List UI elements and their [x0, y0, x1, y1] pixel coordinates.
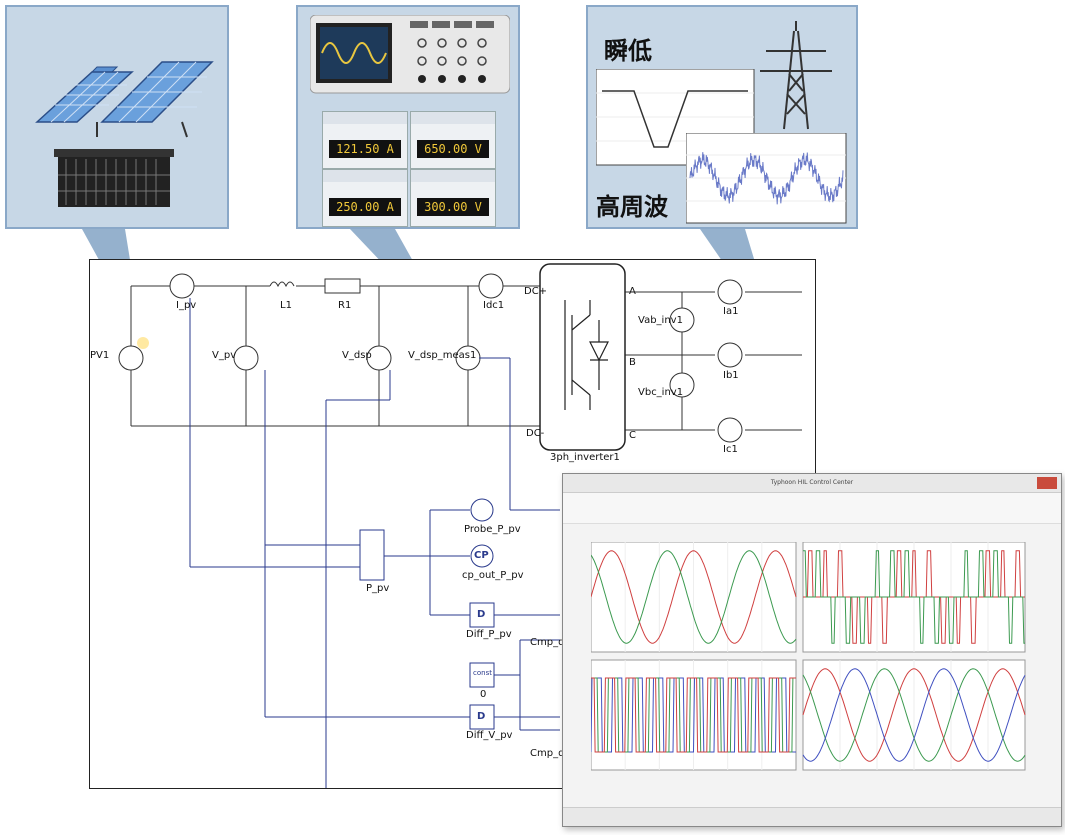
inverter-label: 3ph_inverter1: [550, 452, 620, 463]
scope-sidebar: [567, 526, 585, 776]
meter-reading: 650.00 V: [417, 140, 489, 158]
vab-label: Vab_inv1: [638, 315, 683, 326]
meter-header: [323, 112, 407, 124]
ic-label: Ic1: [723, 444, 738, 455]
solar-panel-icon: [35, 61, 214, 138]
cp-out-label: cp_out_P_pv: [462, 570, 524, 581]
diff-p-label: Diff_P_pv: [466, 629, 512, 640]
r1-label: R1: [338, 300, 352, 311]
pv-label: PV1: [90, 350, 110, 361]
scope-status-bar: [563, 807, 1061, 826]
meter-voltage-2: 300.00 V: [410, 169, 496, 227]
meter-reading: 300.00 V: [417, 198, 489, 216]
scope-window: Typhoon HIL Control Center: [562, 473, 1062, 827]
cmp-dv-label: Cmp_dV: [530, 748, 572, 759]
p-pv-label: P_pv: [366, 583, 390, 594]
scope-trace: [803, 550, 1025, 644]
meter-header: [323, 170, 407, 182]
l1-label: L1: [280, 300, 292, 311]
diff-v-symbol: D: [477, 711, 486, 722]
cmp-dp-label: Cmp_dP: [530, 637, 571, 648]
diff-v-label: Diff_V_pv: [466, 730, 513, 741]
vbc-label: Vbc_inv1: [638, 387, 684, 398]
scope-trace: [591, 677, 796, 753]
v-dsp-meas-label: V_dsp_meas1: [408, 350, 477, 361]
scope-trace: [591, 550, 797, 644]
grid-fault-callout: 瞬低 高周波: [586, 5, 858, 229]
probe-label: Probe_P_pv: [464, 524, 521, 535]
diff-p-symbol: D: [477, 609, 486, 620]
phase-a-label: A: [629, 286, 636, 297]
oscilloscope-icon: [310, 15, 510, 94]
v-pv-label: V_pv: [212, 350, 237, 361]
scope-trace: [803, 550, 1025, 644]
voltage-sag-label: 瞬低: [604, 37, 652, 65]
meter-voltage-1: 650.00 V: [410, 111, 496, 169]
cp-block-label: CP: [474, 550, 489, 561]
window-toolbar: [563, 493, 1061, 524]
scope-trace: [591, 550, 797, 644]
ia-label: Ia1: [723, 306, 739, 317]
battery-icon: [54, 149, 174, 207]
instrument-callout: 121.50 A 650.00 V 250.00 A 300.00 V: [296, 5, 520, 229]
scope-plots: [591, 542, 1026, 771]
transmission-tower-icon: [760, 21, 832, 130]
window-titlebar: Typhoon HIL Control Center: [563, 474, 1061, 493]
dc-plus-label: DC+: [524, 286, 548, 297]
meter-current-1: 121.50 A: [322, 111, 408, 169]
ib-label: Ib1: [723, 370, 739, 381]
harmonic-graph: [686, 133, 847, 224]
meter-header: [411, 112, 495, 124]
zero-label: 0: [480, 689, 487, 700]
meter-current-2: 250.00 A: [322, 169, 408, 227]
const-block-label: const: [473, 669, 492, 677]
phase-c-label: C: [629, 430, 636, 441]
close-icon[interactable]: [1037, 477, 1057, 489]
phase-b-label: B: [629, 357, 636, 368]
i-pv-label: I_pv: [176, 300, 197, 311]
v-dsp-label: V_dsp: [342, 350, 372, 361]
harmonics-label: 高周波: [596, 193, 668, 221]
scope-trace: [802, 668, 1026, 762]
meter-header: [411, 170, 495, 182]
idc-label: Idc1: [483, 300, 505, 311]
meter-reading: 250.00 A: [329, 198, 401, 216]
schematic-wiring: [118, 263, 802, 788]
window-title: Typhoon HIL Control Center: [770, 479, 854, 486]
pv-battery-callout: [5, 5, 229, 229]
meter-reading: 121.50 A: [329, 140, 401, 158]
dc-minus-label: DC-: [526, 428, 545, 439]
